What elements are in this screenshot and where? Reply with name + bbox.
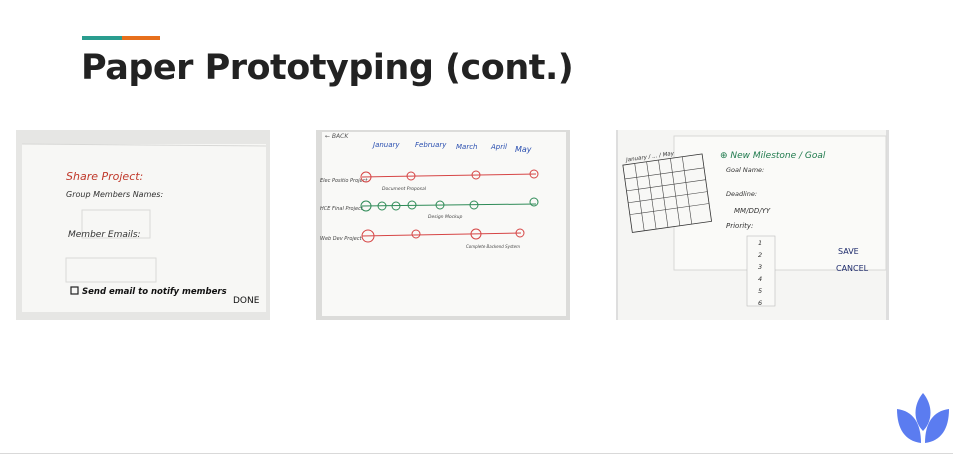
priority-option-2: 2 bbox=[758, 251, 762, 259]
notify-label: Send email to notify members bbox=[82, 287, 227, 297]
note-1: Document Proposal bbox=[382, 186, 427, 192]
lotus-logo-icon bbox=[893, 391, 953, 447]
cancel-label: CANCEL bbox=[836, 264, 869, 273]
member-emails-label: Member Emails: bbox=[68, 230, 141, 240]
note-2: Design Mockup bbox=[428, 214, 463, 220]
row-label-2: HCE Final Project bbox=[320, 206, 364, 212]
paper-prototype-new-milestone: ⊕ New Milestone / Goal Goal Name: Januar… bbox=[616, 130, 889, 320]
back-label: ← BACK bbox=[325, 133, 349, 140]
paper-prototype-share-project: Share Project: Group Members Names: Memb… bbox=[16, 130, 270, 320]
priority-option-4: 4 bbox=[758, 275, 762, 283]
done-label: DONE bbox=[233, 296, 260, 306]
save-label: SAVE bbox=[838, 247, 859, 256]
share-heading: Share Project: bbox=[66, 170, 143, 183]
row-label-1: Elec Positio Project bbox=[320, 178, 368, 184]
group-members-label: Group Members Names: bbox=[66, 190, 163, 199]
priority-option-1: 1 bbox=[758, 239, 762, 247]
slide-title: Paper Prototyping (cont.) bbox=[81, 48, 574, 88]
priority-dropdown: 1 2 3 4 5 6 bbox=[746, 235, 776, 307]
deadline-label: Deadline: bbox=[726, 190, 757, 198]
month-header: January February March April May bbox=[371, 141, 532, 154]
footer-divider bbox=[0, 453, 953, 454]
calendar-sketch: January / ... / May bbox=[622, 151, 712, 233]
month-apr: April bbox=[490, 143, 507, 151]
month-may: May bbox=[515, 145, 532, 154]
milestone-heading: ⊕ New Milestone / Goal bbox=[720, 151, 826, 161]
priority-label: Priority: bbox=[726, 222, 753, 230]
row-label-3: Web Dev Project bbox=[320, 236, 363, 242]
timeline-red-1 bbox=[360, 169, 539, 183]
priority-option-6: 6 bbox=[758, 299, 762, 307]
month-jan: January bbox=[371, 141, 400, 149]
month-mar: March bbox=[456, 143, 478, 151]
deadline-format: MM/DD/YY bbox=[734, 207, 771, 215]
title-accent-bar bbox=[82, 36, 160, 40]
priority-option-5: 5 bbox=[758, 287, 762, 295]
paper-prototype-timeline: ← BACK January February March April May … bbox=[316, 130, 570, 320]
note-3: Complete Backend System bbox=[466, 244, 520, 249]
timeline-red-2 bbox=[361, 228, 525, 243]
notify-checkbox bbox=[70, 286, 79, 295]
accent-orange bbox=[122, 36, 160, 40]
priority-option-3: 3 bbox=[758, 263, 762, 271]
timeline-green bbox=[360, 197, 539, 212]
month-feb: February bbox=[415, 141, 447, 149]
accent-teal bbox=[82, 36, 122, 40]
goal-name-label: Goal Name: bbox=[726, 166, 764, 174]
